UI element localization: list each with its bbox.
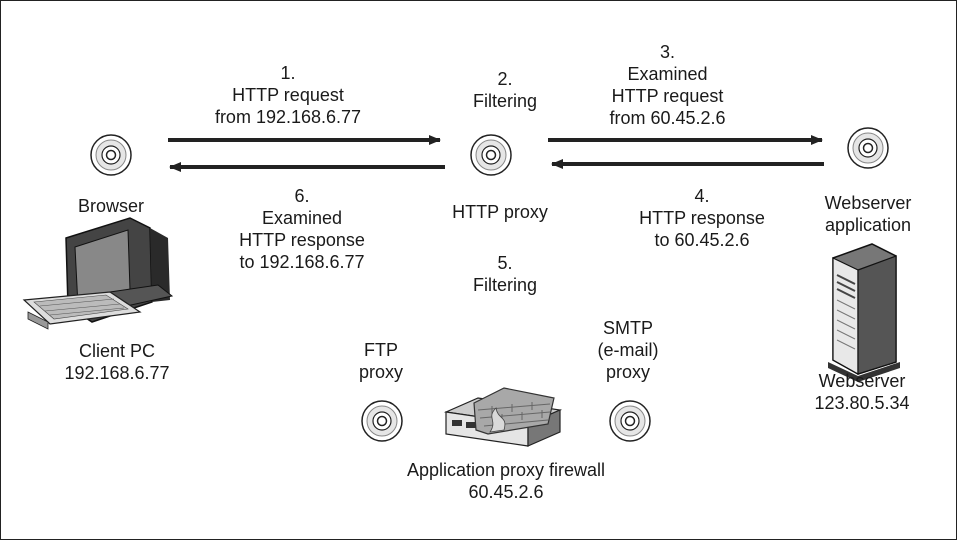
step-4-label: 4. HTTP response to 60.45.2.6	[639, 186, 765, 250]
firewall-appliance-icon	[443, 387, 563, 447]
step-5-label: 5. Filtering	[472, 253, 538, 295]
client-pc-label: Client PC 192.168.6.77	[64, 341, 170, 383]
disc-icon-smtp-proxy	[609, 400, 651, 442]
webserver-application-label: Webserver application	[824, 193, 912, 235]
step-1-label: 1. HTTP request from 192.168.6.77	[214, 63, 362, 127]
browser-label: Browser	[77, 196, 144, 216]
firewall-label: Application proxy firewall 60.45.2.6	[406, 460, 606, 502]
computer-icon	[22, 217, 174, 330]
step-2-label: 2. Filtering	[472, 69, 538, 111]
step-3-label: 3. Examined HTTP request from 60.45.2.6	[609, 42, 726, 128]
webserver-label: Webserver 123.80.5.34	[814, 371, 910, 413]
ftp-proxy-label: FTP proxy	[358, 340, 403, 382]
server-tower-icon	[828, 243, 900, 382]
disc-icon-webserver-app	[847, 127, 889, 169]
disc-icon-ftp-proxy	[361, 400, 403, 442]
smtp-proxy-label: SMTP (e-mail) proxy	[597, 318, 659, 382]
disc-icon-browser	[90, 134, 132, 176]
step-6-label: 6. Examined HTTP response to 192.168.6.7…	[239, 186, 365, 272]
http-proxy-label: HTTP proxy	[452, 202, 548, 222]
disc-icon-http-proxy	[470, 134, 512, 176]
